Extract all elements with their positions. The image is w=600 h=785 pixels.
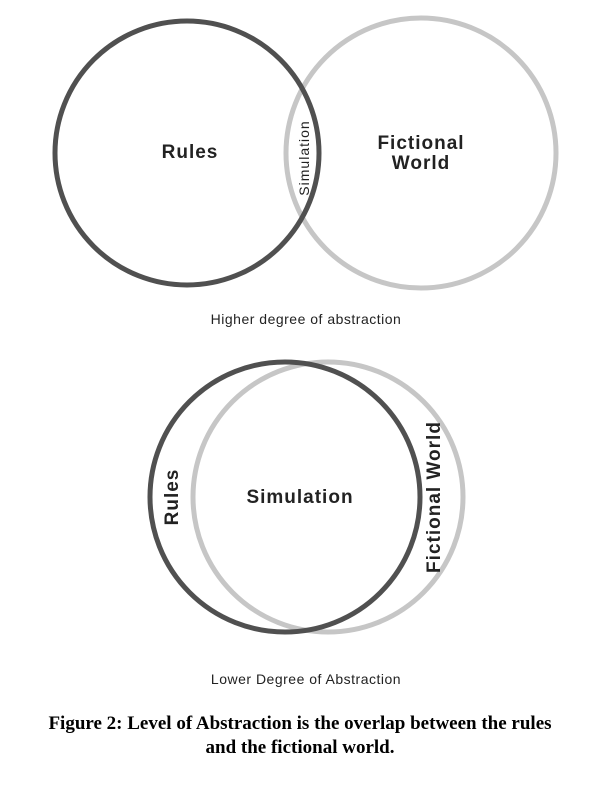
venn-high-abstraction: Rules Simulation Fictional World Higher … (52, 15, 559, 327)
fictional-world-label: Fictional World (424, 421, 445, 573)
venn-low-abstraction: Rules Simulation Fictional World Lower D… (147, 359, 466, 687)
diagram-caption-high: Higher degree of abstraction (211, 311, 402, 327)
rules-label: Rules (162, 469, 183, 526)
fictional-world-label-line2: World (392, 153, 450, 174)
rules-circle (147, 359, 423, 635)
figure-caption: Figure 2: Level of Abstraction is the ov… (0, 712, 600, 760)
figure-caption-line2: and the fictional world. (205, 737, 395, 758)
fictional-world-circle (190, 359, 466, 635)
venn-diagrams: Rules Simulation Fictional World Higher … (52, 15, 559, 687)
fictional-world-label-line1: Fictional (377, 133, 464, 154)
rules-circle (52, 18, 322, 288)
fictional-world-circle (283, 15, 559, 291)
diagram-caption-low: Lower Degree of Abstraction (211, 671, 401, 687)
rules-label: Rules (162, 142, 219, 163)
figure-caption-line1: Figure 2: Level of Abstraction is the ov… (48, 713, 552, 734)
simulation-label: Simulation (296, 120, 312, 195)
simulation-label: Simulation (246, 487, 353, 508)
